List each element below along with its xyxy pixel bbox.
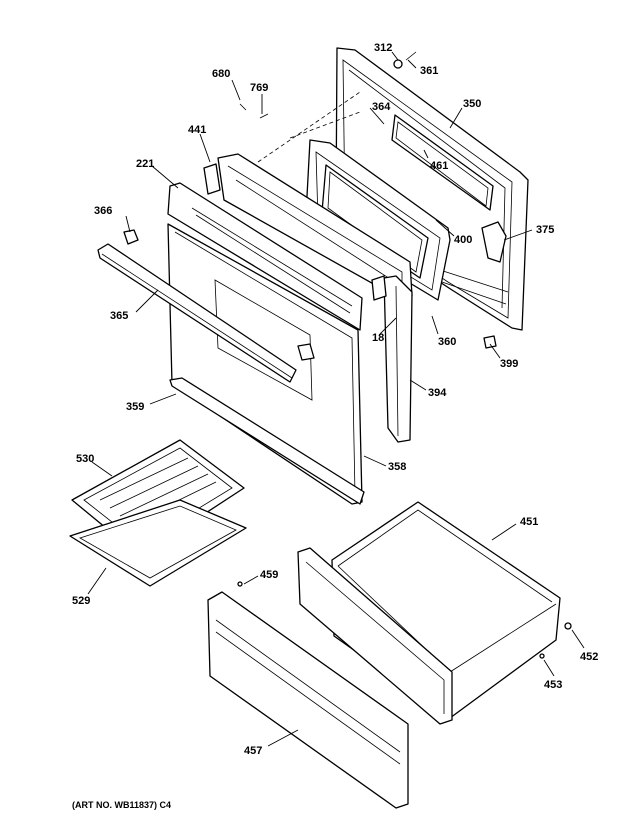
leader-lines (87, 51, 585, 747)
broiler-pan-base-529 (69, 499, 247, 587)
callout-375: 375 (536, 224, 554, 236)
side-rail-394 (383, 275, 413, 443)
hinge-375 (481, 221, 507, 263)
callout-451: 451 (520, 516, 538, 528)
callout-359: 359 (126, 401, 144, 413)
callout-221: 221 (136, 158, 154, 170)
callout-457: 457 (244, 745, 262, 757)
callout-360: 360 (438, 336, 456, 348)
fasteners (203, 51, 497, 349)
callout-459: 459 (260, 569, 278, 581)
callout-365: 365 (110, 310, 128, 322)
door-handle-365 (97, 229, 315, 383)
drawer-inner-front (297, 547, 453, 725)
art-number-caption: (ART NO. WB11837) C4 (72, 800, 171, 810)
callout-452: 452 (580, 651, 598, 663)
callout-461: 461 (430, 160, 448, 172)
callout-400: 400 (454, 234, 472, 246)
door-rear-panel-350 (335, 47, 529, 331)
callout-364: 364 (372, 101, 391, 113)
callout-399: 399 (500, 358, 518, 370)
callout-441: 441 (188, 124, 206, 136)
callout-361: 361 (420, 65, 438, 77)
callout-530: 530 (76, 453, 94, 465)
callout-366: 366 (94, 205, 112, 217)
callout-labels: 312 361 680 769 364 350 441 461 221 366 … (72, 42, 598, 757)
callout-358: 358 (388, 461, 406, 473)
callout-394: 394 (428, 387, 447, 399)
drawer-front-panel-457 (207, 591, 409, 809)
callout-680: 680 (212, 68, 230, 80)
callout-453: 453 (544, 679, 562, 691)
callout-529: 529 (72, 595, 90, 607)
callout-312: 312 (374, 42, 392, 54)
callout-18: 18 (372, 332, 384, 344)
callout-769: 769 (250, 82, 268, 94)
callout-350: 350 (463, 98, 481, 110)
